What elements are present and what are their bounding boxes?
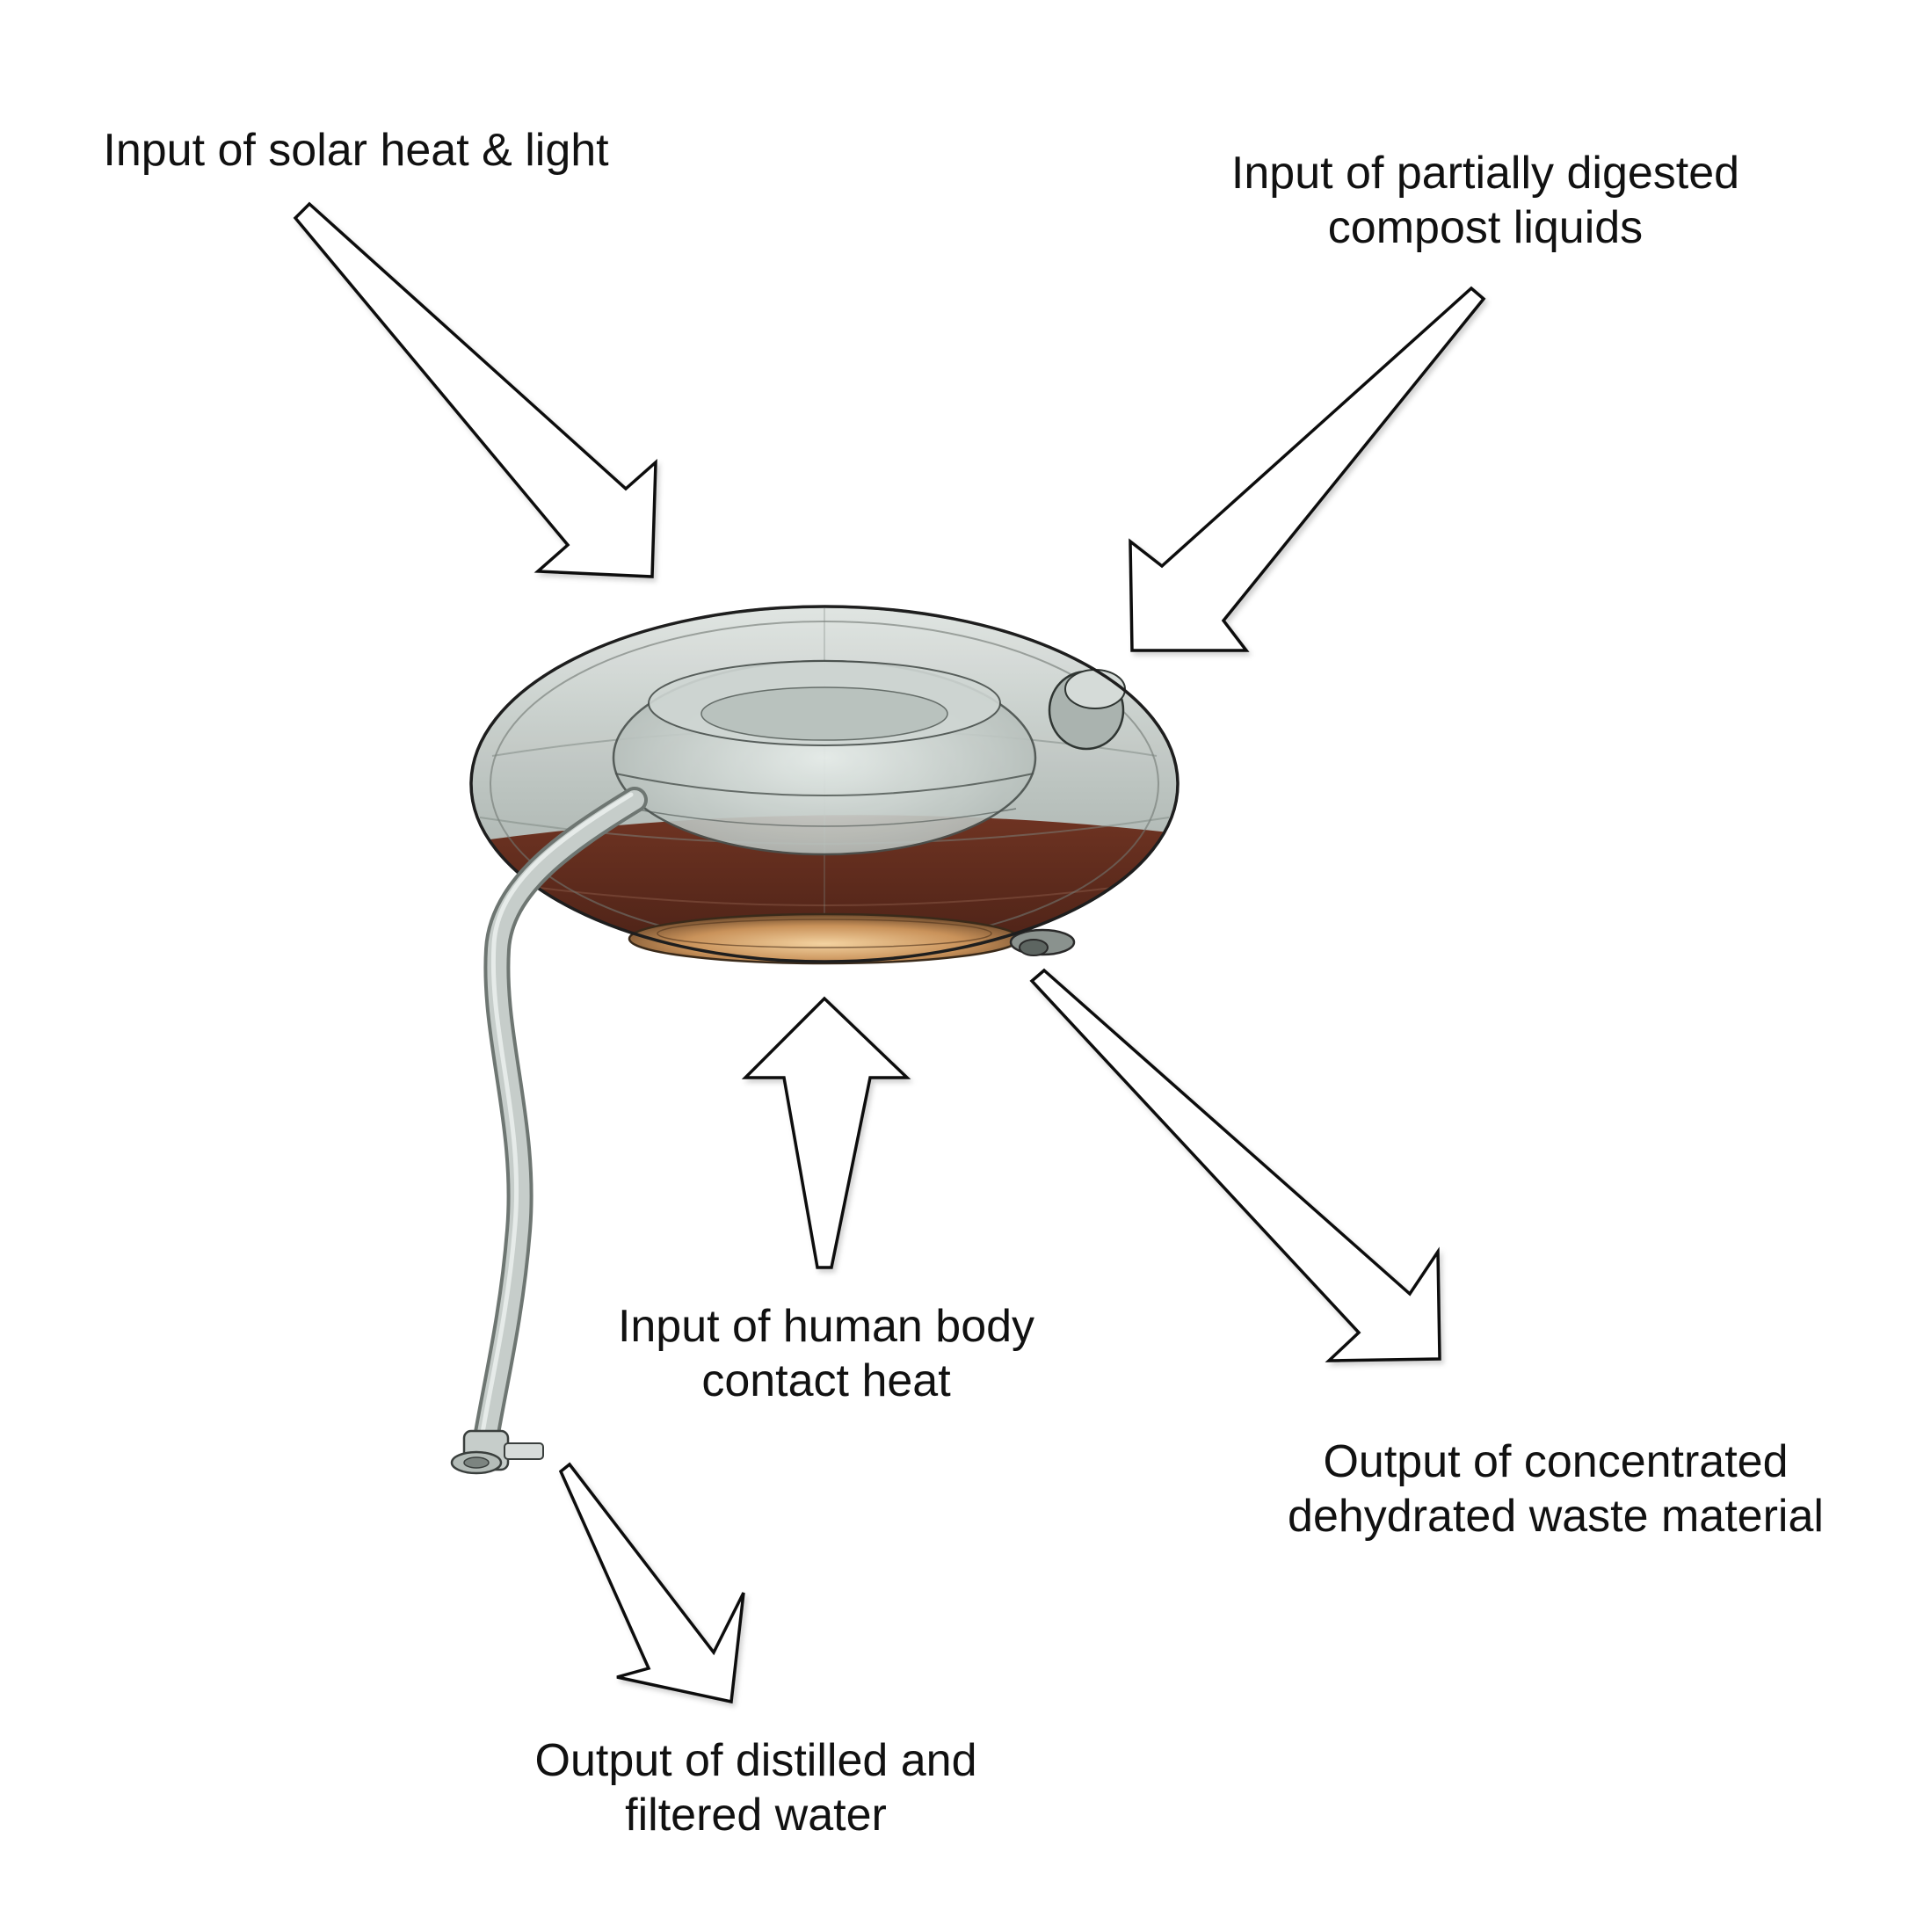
heat-contact-plate (628, 912, 1021, 965)
arrow-body-heat-input (741, 996, 911, 1269)
label-compost-input: Input of partially digested compost liqu… (1178, 146, 1793, 255)
label-solar-line1: Input of solar heat & light (103, 125, 609, 176)
label-compost-line2: compost liquids (1327, 202, 1644, 253)
label-waste-line1: Output of concentrated (1323, 1436, 1789, 1487)
arrow-water-output (558, 1462, 745, 1704)
water-outlet-nozzle (450, 1429, 544, 1475)
arrow-compost-input (1129, 286, 1486, 652)
label-compost-line1: Input of partially digested (1230, 148, 1740, 199)
label-water-line2: filtered water (625, 1790, 887, 1841)
label-water-line1: Output of distilled and (534, 1735, 977, 1786)
arrow-waste-output (1029, 968, 1441, 1362)
waste-outlet-valve (1009, 928, 1076, 956)
label-body-heat-input: Input of human body contact heat (563, 1299, 1090, 1408)
label-body-heat-line1: Input of human body (617, 1301, 1035, 1352)
toroidal-still-device (469, 605, 1180, 965)
label-solar-input: Input of solar heat & light (62, 123, 650, 178)
distilled-water-tube (472, 787, 648, 1456)
arrow-solar-input (293, 201, 657, 578)
label-water-output: Output of distilled and filtered water (475, 1733, 1037, 1842)
label-waste-line2: dehydrated waste material (1288, 1491, 1824, 1542)
label-body-heat-line2: contact heat (701, 1355, 951, 1406)
label-waste-output: Output of concentrated dehydrated waste … (1230, 1434, 1881, 1543)
